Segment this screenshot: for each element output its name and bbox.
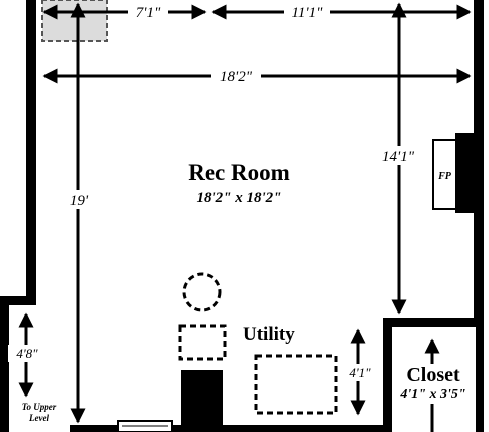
furnace-block xyxy=(181,370,223,425)
label-bg-top-right xyxy=(284,2,330,21)
laundry-outline xyxy=(254,354,338,415)
closet-title: Closet xyxy=(406,364,460,386)
wall-left-step xyxy=(0,296,36,305)
wall-left-upper xyxy=(26,0,36,305)
label-bg-top-left xyxy=(128,2,168,21)
fireplace: FP xyxy=(432,133,477,213)
wall-bottom-mid xyxy=(172,425,383,432)
wall-closet-left xyxy=(383,318,392,432)
stairs-label-line2: Level xyxy=(28,413,49,423)
label-bg-closet xyxy=(398,364,472,404)
door-opening xyxy=(117,420,173,432)
dim-utility-label: 4'1" xyxy=(349,365,371,380)
wall-closet-top xyxy=(383,318,484,327)
fireplace-label: FP xyxy=(437,171,452,182)
dim-height-left-label: 19' xyxy=(70,193,89,209)
dim-width-label: 18'2" xyxy=(220,69,253,85)
closet: Closet 4'1" x 3'5" xyxy=(398,364,472,404)
utility-area: Utility xyxy=(178,272,338,425)
wall-bottom-left xyxy=(70,425,118,432)
fireplace-box xyxy=(432,139,457,210)
label-bg-height-left xyxy=(64,190,94,209)
wall-right-upper xyxy=(474,0,484,325)
dim-height-right-label: 14'1" xyxy=(382,149,415,165)
label-bg-stair xyxy=(8,345,46,362)
stairs-label-line1: To Upper xyxy=(22,402,57,412)
label-bg-height-right xyxy=(375,146,421,165)
label-bg-width xyxy=(211,66,261,85)
dim-top-left-label: 7'1" xyxy=(136,5,161,21)
wall-left-lower xyxy=(0,296,9,432)
dim-top-right-label: 11'1" xyxy=(292,5,324,21)
wall-closet-right xyxy=(476,318,484,432)
closet-size: 4'1" x 3'5" xyxy=(399,387,465,402)
water-heater-outline xyxy=(182,272,222,312)
window-fixture xyxy=(41,0,108,42)
utility-fixture-outline xyxy=(178,324,227,361)
label-bg-utility xyxy=(341,364,379,381)
utility-label: Utility xyxy=(243,324,295,345)
fireplace-hearth xyxy=(455,133,477,213)
dim-stair-label: 4'8" xyxy=(16,346,38,361)
rec-room-title: Rec Room xyxy=(188,160,290,185)
rec-room-size: 18'2" x 18'2" xyxy=(197,190,282,206)
